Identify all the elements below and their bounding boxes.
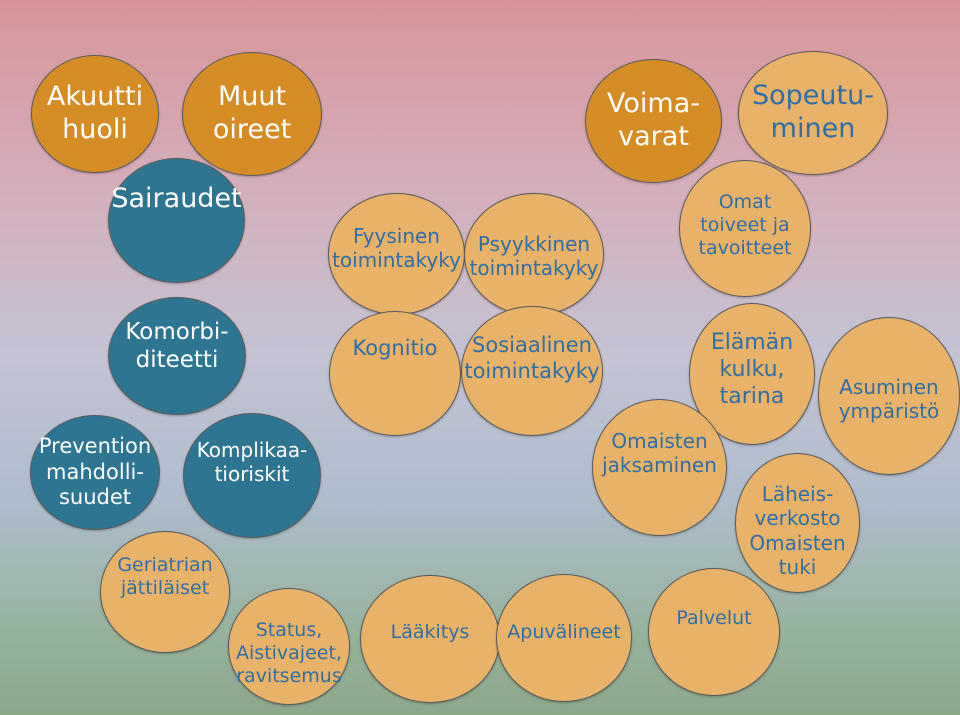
node-elaman-kulku-label: Elämän kulku, tarina [710,330,794,409]
node-omaisten-jaksaminen-label: Omaisten jaksaminen [602,429,717,478]
node-kognitio: Kognitio [329,311,461,436]
node-kognitio-label: Kognitio [352,336,438,360]
node-sosiaalinen-toimintakyky: Sosiaalinen toimintakyky [461,306,603,436]
node-sosiaalinen-toimintakyky-label: Sosiaalinen toimintakyky [464,333,600,383]
node-akuutti-huoli: Akuutti huoli [31,55,159,173]
node-komplikaatioriskit-label: Komplikaa- tioriskit [196,438,308,487]
node-laheisverkosto-label: Läheis- verkosto Omaisten tuki [749,482,846,580]
node-laakitys: Lääkitys [360,575,500,703]
node-muut-oireet-label: Muut oireet [212,81,292,145]
node-fyysinen-toimintakyky-label: Fyysinen toimintakyky [332,224,461,273]
node-sopeutuminen-label: Sopeutu- minen [752,80,874,144]
node-omat-toiveet-label: Omat toiveet ja tavoitteet [698,191,792,260]
node-komorbiditeetti-label: Komorbi- diteetti [125,319,229,374]
node-psyykkinen-toimintakyky: Psyykkinen toimintakyky [464,193,604,316]
node-laakitys-label: Lääkitys [390,621,470,643]
node-status: Status, Aistivajeet, ravitsemus [228,588,350,705]
node-apuvalineet-label: Apuvälineet [507,621,621,643]
node-sairaudet-label: Sairaudet [111,183,242,214]
node-prevention: Prevention mahdolli- suudet [30,415,160,530]
node-omat-toiveet: Omat toiveet ja tavoitteet [679,160,811,297]
node-geriatrian: Geriatrian jättiläiset [100,531,230,653]
node-akuutti-huoli-label: Akuutti huoli [46,81,144,145]
node-sopeutuminen: Sopeutu- minen [738,51,888,175]
node-voimavarat-label: Voima- varat [607,88,700,152]
node-apuvalineet: Apuvälineet [496,574,632,702]
node-komplikaatioriskit: Komplikaa- tioriskit [183,413,321,538]
node-status-label: Status, Aistivajeet, ravitsemus [236,619,342,688]
node-voimavarat: Voima- varat [585,59,722,183]
node-palvelut-label: Palvelut [676,607,752,629]
node-omaisten-jaksaminen: Omaisten jaksaminen [592,399,727,536]
node-asuminen-label: Asuminen ympäristö [838,375,940,424]
node-asuminen: Asuminen ympäristö [818,317,960,475]
node-palvelut: Palvelut [648,568,780,696]
node-sairaudet: Sairaudet [108,158,245,283]
node-geriatrian-label: Geriatrian jättiläiset [117,554,213,600]
node-laheisverkosto: Läheis- verkosto Omaisten tuki [735,453,860,593]
node-fyysinen-toimintakyky: Fyysinen toimintakyky [328,193,465,315]
node-prevention-label: Prevention mahdolli- suudet [38,434,152,510]
node-psyykkinen-toimintakyky-label: Psyykkinen toimintakyky [469,232,599,281]
node-komorbiditeetti: Komorbi- diteetti [108,297,246,415]
node-muut-oireet: Muut oireet [182,52,322,176]
